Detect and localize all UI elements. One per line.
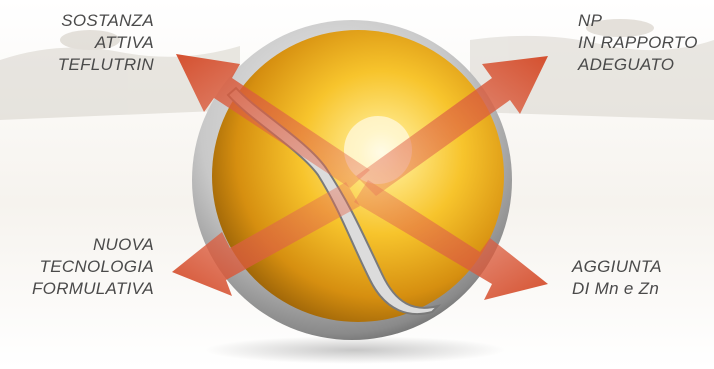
label-top-right: NP IN RAPPORTO ADEGUATO xyxy=(578,10,708,76)
label-line: NP xyxy=(578,10,708,32)
label-line: TEFLUTRIN xyxy=(20,54,154,76)
label-bottom-left: NUOVA TECNOLOGIA FORMULATIVA xyxy=(10,234,154,300)
label-line: DI Mn e Zn xyxy=(572,278,702,300)
label-line: IN RAPPORTO xyxy=(578,32,708,54)
label-line: FORMULATIVA xyxy=(10,278,154,300)
label-bottom-right: AGGIUNTA DI Mn e Zn xyxy=(572,256,702,300)
sphere-shadow xyxy=(205,336,505,364)
label-top-left: SOSTANZA ATTIVA TEFLUTRIN xyxy=(20,10,154,76)
label-line: ATTIVA xyxy=(20,32,154,54)
label-line: SOSTANZA xyxy=(20,10,154,32)
label-line: ADEGUATO xyxy=(578,54,708,76)
label-line: AGGIUNTA xyxy=(572,256,702,278)
label-line: TECNOLOGIA xyxy=(10,256,154,278)
label-line: NUOVA xyxy=(10,234,154,256)
